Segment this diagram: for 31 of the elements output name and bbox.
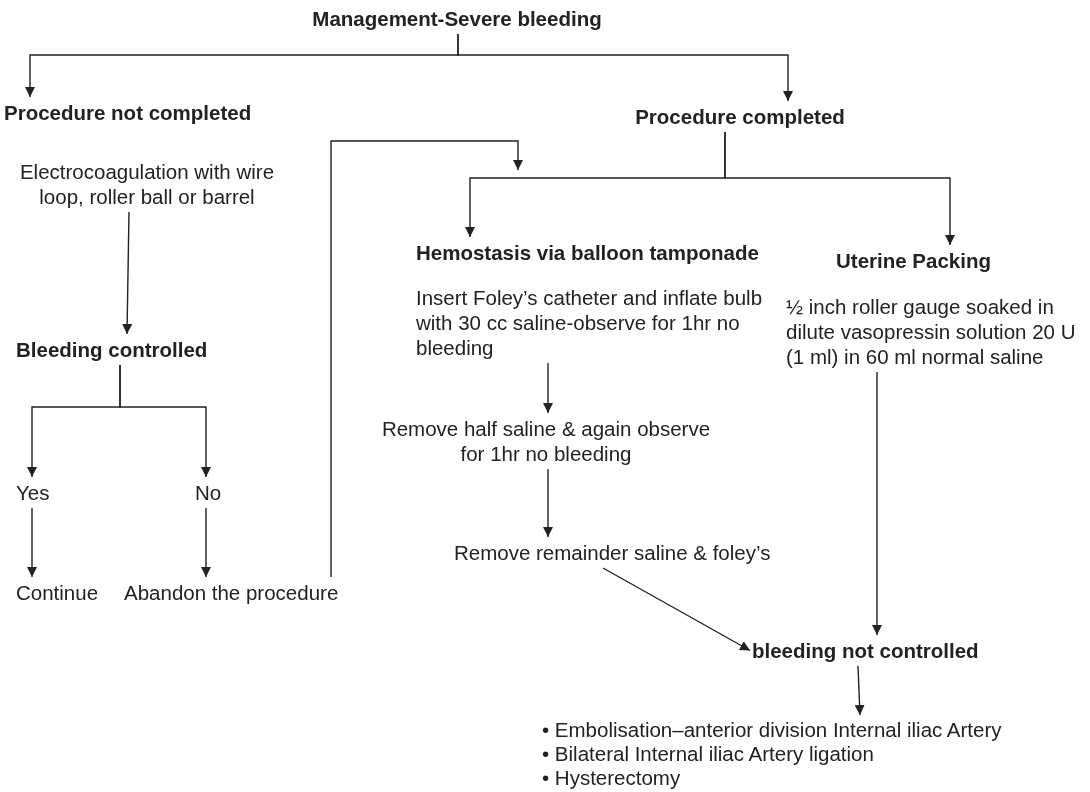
arrow xyxy=(201,507,211,578)
step-text: No xyxy=(195,480,223,505)
step-heading: Procedure not completed xyxy=(4,100,253,125)
arrow xyxy=(330,140,523,578)
arrow xyxy=(854,665,865,716)
step-text: Continue xyxy=(16,580,100,605)
step-text: Yes xyxy=(16,480,51,505)
arrow xyxy=(724,131,955,246)
step-text: Abandon the procedure xyxy=(124,580,340,605)
arrow xyxy=(457,33,793,102)
list-item: • Embolisation–anterior division Internal iliac Artery xyxy=(542,718,1003,742)
step-heading: Management-Severe bleeding xyxy=(311,6,603,31)
step-text: Remove remainder saline & foley’s xyxy=(454,540,772,565)
step-heading: Uterine Packing xyxy=(835,248,992,273)
arrow xyxy=(543,362,553,414)
arrow xyxy=(122,211,133,335)
arrow xyxy=(872,371,882,636)
arrow xyxy=(119,364,211,478)
step-text: Insert Foley’s catheter and inflate bulb with 30 cc saline-observe for 1hr no bleeding xyxy=(416,285,764,360)
arrow xyxy=(543,468,553,538)
step-text: Electrocoagulation with wire loop, roller ball or barrel xyxy=(18,159,276,209)
step-heading: Procedure completed xyxy=(634,104,846,129)
list-item: • Bilateral Internal iliac Artery ligation xyxy=(542,742,875,766)
list-item: • Hysterectomy xyxy=(542,766,682,790)
step-heading: Bleeding controlled xyxy=(16,337,209,362)
step-text: Remove half saline & again observe for 1hr no bleeding xyxy=(380,416,712,466)
arrow xyxy=(602,567,751,652)
step-heading: bleeding not controlled xyxy=(752,638,980,663)
arrow xyxy=(27,507,37,578)
step-heading: Hemostasis via balloon tamponade xyxy=(416,240,760,265)
step-text: ½ inch roller gauge soaked in dilute vasopressin solution 20 U (1 ml) in 60 ml normal saline xyxy=(786,294,1077,369)
